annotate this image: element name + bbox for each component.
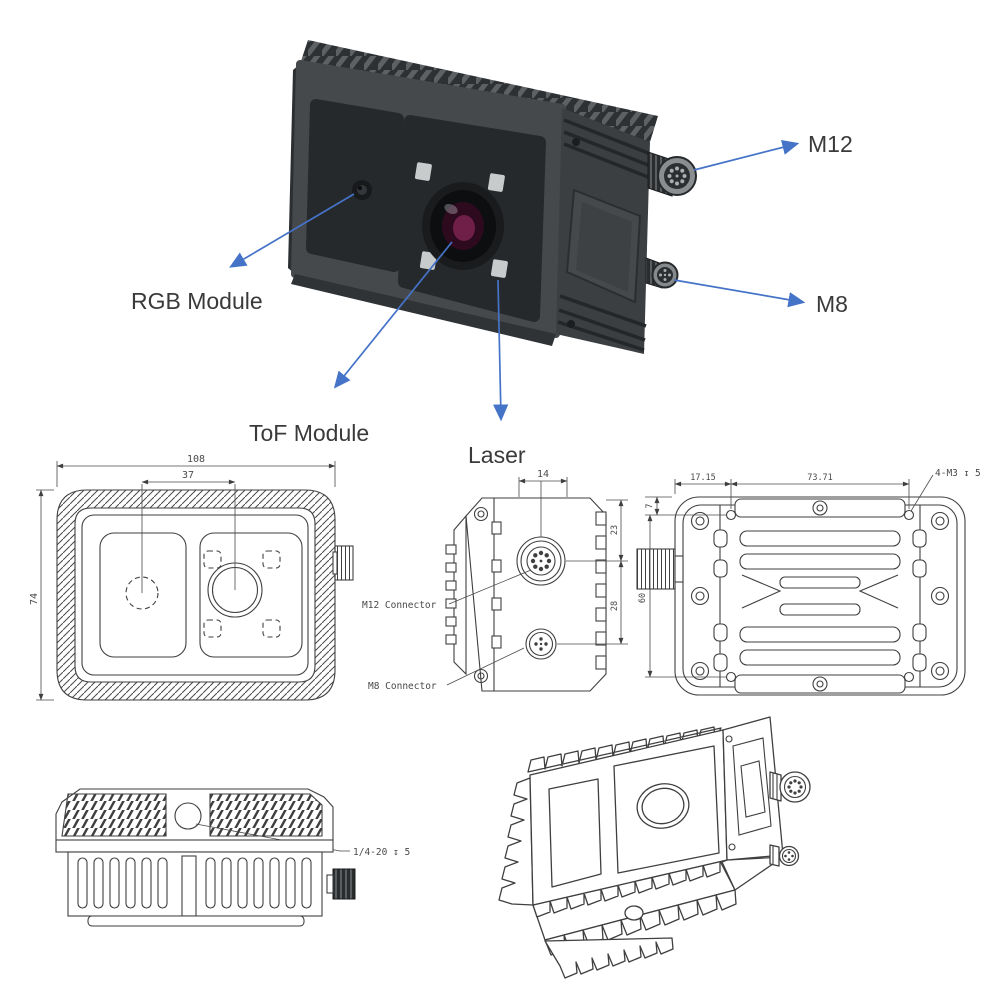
svg-text:4-M3 ↧ 5: 4-M3 ↧ 5 [935,468,981,479]
bottom-edge [291,274,556,346]
laser-emitters [414,162,508,278]
m12-connector-3d [647,151,697,197]
rgb-hole [125,576,159,610]
svg-text:17.15: 17.15 [690,473,716,483]
svg-text:108: 108 [187,454,205,465]
back-connector [636,548,676,590]
m8-connector-label: M8 Connector [368,681,437,692]
iso-rgb-panel [548,778,602,888]
dim-width: 108 [56,453,336,487]
iso-m12 [769,771,811,803]
tof-lens [422,182,504,270]
dim-depth-offset: 14 [518,468,568,537]
m12-connector-label: M12 Connector [362,600,437,611]
m8-connector-3d [645,257,679,289]
dim-left: 7 60 [637,496,726,678]
m8-arrow [673,279,806,308]
tof-window [199,532,303,658]
m3-holes [725,509,915,683]
bottom-view: 1/4-20 ↧ 5 [55,788,412,927]
dim-lens-offset: 37 [141,469,236,485]
tripod-thread-label: 1/4-20 ↧ 5 [353,847,410,858]
side-slots-right [595,511,607,670]
side-tabs [713,529,927,672]
back-slots [734,498,906,694]
laser-arrow [493,279,509,422]
side-view: 14 23 28 M12 Connector M8 Connector [361,468,628,694]
fin-block-right [209,793,323,837]
side-slots-left [491,521,502,649]
bottom-connector [332,868,356,900]
svg-text:14: 14 [537,469,549,480]
svg-text:28: 28 [610,601,620,611]
rgb-camera-lens [352,180,372,200]
svg-text:60: 60 [638,593,648,603]
iso-wireframe [498,716,811,979]
dim-m12-offset: 23 28 [557,499,628,645]
dim-hole-edge: 17.15 73.71 [674,472,910,509]
iso-m8 [769,844,800,867]
svg-text:7: 7 [645,503,655,508]
svg-text:74: 74 [29,593,40,605]
svg-text:23: 23 [610,525,620,535]
tripod-hole [174,802,202,830]
laser-marks [203,550,281,638]
svg-text:73.71: 73.71 [807,473,833,483]
hero-callouts: M12 M8 RGB Module ToF Module Laser [131,131,853,468]
tof-arrow [333,241,453,389]
dim-height: 74 [28,489,54,701]
m8-connector-side [525,628,557,660]
tof-module-label: ToF Module [249,420,369,446]
knurled-border [56,489,336,701]
back-view: 17.15 73.71 4-M3 ↧ 5 7 60 [636,467,982,696]
thread-callout: 4-M3 ↧ 5 [910,467,982,512]
rgb-arrow [229,193,355,268]
mount-holes [690,511,950,681]
m12-label: M12 [808,131,853,157]
hero-render [288,40,697,354]
rgb-module-label: RGB Module [131,288,263,314]
m8-label: M8 [816,291,848,317]
front-side-connector [334,545,354,581]
svg-text:37: 37 [182,470,194,481]
fin-block-left [61,793,167,837]
laser-label: Laser [468,442,526,468]
rgb-window [99,532,187,658]
m12-arrow [693,139,800,171]
front-view: 108 37 74 [28,453,354,701]
